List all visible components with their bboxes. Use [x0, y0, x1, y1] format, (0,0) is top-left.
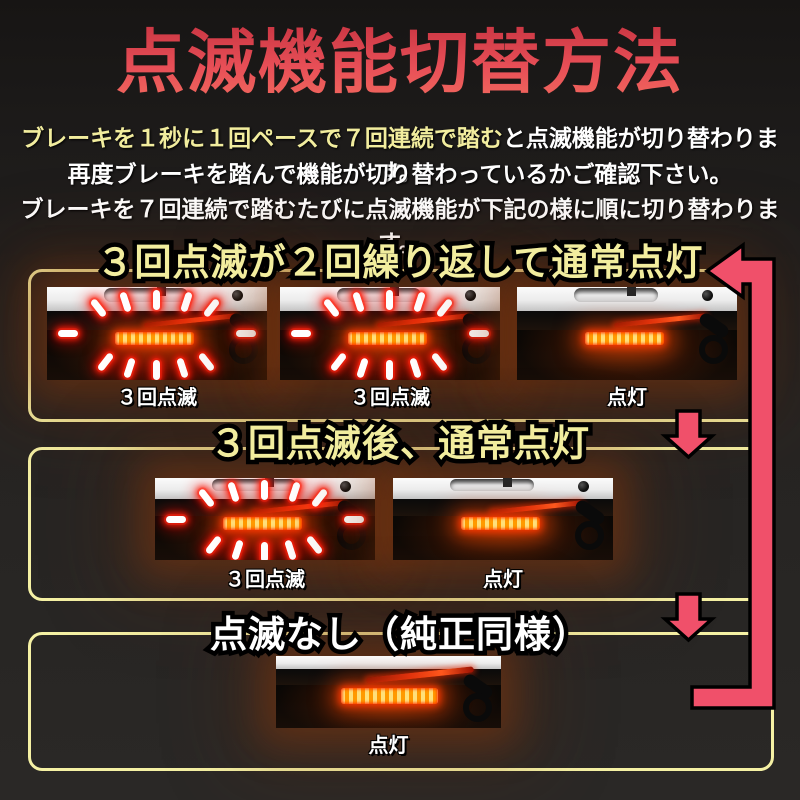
- blink-ray-icon: [123, 357, 137, 379]
- blink-ray-icon: [385, 359, 393, 380]
- blink-ray-icon: [260, 541, 268, 560]
- blink-ray-icon: [166, 515, 186, 523]
- brake-lamp-photo-blinking: [47, 287, 267, 380]
- brake-lamp-photo-steady: [276, 656, 501, 728]
- tailgate-handle: [337, 288, 421, 302]
- blink-ray-icon: [204, 535, 223, 556]
- cable-hook: [463, 693, 492, 723]
- led-brake-bar: [585, 331, 665, 345]
- blink-ray-icon: [356, 357, 370, 379]
- cable-hook: [462, 335, 492, 365]
- blink-ray-icon: [284, 539, 297, 560]
- blink-ray-icon: [430, 352, 449, 373]
- photo-caption: ３回点滅: [117, 387, 197, 409]
- led-brake-bar: [348, 331, 428, 345]
- handle-latch: [627, 287, 636, 297]
- tailgate-handle: [104, 288, 188, 302]
- blink-ray-icon: [409, 357, 422, 379]
- blink-ray-icon: [469, 329, 489, 337]
- blink-ray-icon: [58, 329, 78, 337]
- keyhole: [339, 480, 351, 492]
- brake-lamp-photo-steady: [517, 287, 737, 380]
- blink-ray-icon: [176, 357, 189, 379]
- brake-lamp-photo-blinking: [280, 287, 500, 380]
- photo-caption: ３回点滅: [350, 387, 430, 409]
- keyhole: [231, 290, 243, 302]
- blink-ray-icon: [344, 515, 364, 523]
- blink-ray-icon: [152, 359, 160, 380]
- blink-ray-icon: [197, 352, 216, 373]
- intro-line-2: 再度ブレーキを踏んで機能が切り替わっているかご確認下さい。: [67, 161, 733, 187]
- keyhole: [701, 290, 713, 302]
- tailgate-handle: [450, 479, 534, 492]
- car-tailgate: [517, 287, 737, 315]
- blink-ray-icon: [329, 352, 348, 373]
- keyhole: [577, 480, 589, 492]
- blink-ray-icon: [152, 289, 160, 310]
- led-brake-bar: [223, 517, 303, 531]
- section-header-mode-1: ３回点滅が２回繰り返して通常点灯: [92, 237, 707, 287]
- cable-hook: [337, 520, 367, 550]
- section-header-mode-3: 点滅なし（純正同様）: [206, 609, 594, 659]
- cable-hook: [229, 335, 259, 365]
- cable-hook: [699, 335, 729, 365]
- brake-lamp-photo-steady: [393, 478, 613, 560]
- handle-latch: [157, 287, 166, 297]
- blink-ray-icon: [305, 535, 324, 556]
- led-brake-bar: [461, 517, 541, 531]
- brake-lamp-photo-blinking: [155, 478, 375, 560]
- blink-ray-icon: [231, 539, 245, 560]
- photo-caption: 点灯: [483, 569, 523, 591]
- blink-ray-icon: [291, 329, 311, 337]
- photo-caption: 点灯: [368, 735, 409, 757]
- blink-ray-icon: [260, 480, 268, 501]
- blink-ray-icon: [96, 352, 115, 373]
- intro-line-3: ブレーキを７回連続で踏むたびに点滅機能が下記の様に順に切り替わります。: [20, 196, 780, 256]
- tailgate-handle: [212, 479, 296, 492]
- blink-ray-icon: [385, 289, 393, 310]
- photo-caption: 点灯: [607, 387, 647, 409]
- blink-ray-icon: [236, 329, 256, 337]
- handle-latch: [265, 478, 274, 488]
- handle-latch: [503, 478, 512, 488]
- intro-line-1: ブレーキを１秒に１回ペースで７回連続で踏むと点滅機能が切り替わります。: [0, 119, 800, 187]
- section-header-mode-2: ３回点滅後、通常点灯: [206, 418, 594, 468]
- intro-line-1-rest: と点滅機能が切り替わります。: [378, 125, 779, 185]
- led-brake-bar: [341, 687, 438, 704]
- tailgate-handle: [574, 288, 658, 302]
- led-brake-bar: [115, 331, 195, 345]
- page-title: 点滅機能切替方法: [0, 22, 800, 105]
- photo-caption: ３回点滅: [225, 569, 305, 591]
- intro-line-1-highlight: ブレーキを１秒に１回ペースで７回連続で踏む: [21, 125, 503, 151]
- cable-hook: [575, 520, 605, 550]
- handle-latch: [390, 287, 399, 297]
- keyhole: [464, 290, 476, 302]
